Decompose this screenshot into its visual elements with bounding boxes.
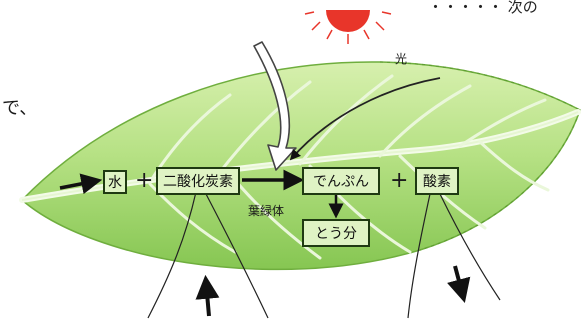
sun-icon bbox=[304, 10, 392, 44]
co2-box: 二酸化炭素 bbox=[156, 167, 240, 195]
co2-input-arrow bbox=[195, 274, 220, 317]
plus-sign-2: + bbox=[390, 168, 409, 193]
water-input-arrow bbox=[59, 173, 103, 195]
side-text: で、 bbox=[2, 98, 38, 119]
sugar-box: とう分 bbox=[302, 219, 370, 247]
top-fragment-text: ・・・・・ 次の bbox=[428, 0, 538, 16]
leaf-shape bbox=[20, 61, 581, 271]
light-label: 光 bbox=[395, 52, 408, 66]
light-arrow-hollow bbox=[253, 41, 297, 171]
plus-sign-1: + bbox=[135, 168, 154, 193]
gas-path-curves bbox=[147, 191, 501, 319]
oxygen-output-arrow bbox=[447, 265, 471, 303]
oxygen-box: 酸素 bbox=[415, 167, 459, 195]
light-arrow-thin bbox=[289, 77, 441, 161]
chloroplast-label: 葉緑体 bbox=[248, 204, 285, 218]
water-box: 水 bbox=[103, 170, 127, 194]
starch-box: でんぷん bbox=[302, 167, 380, 195]
